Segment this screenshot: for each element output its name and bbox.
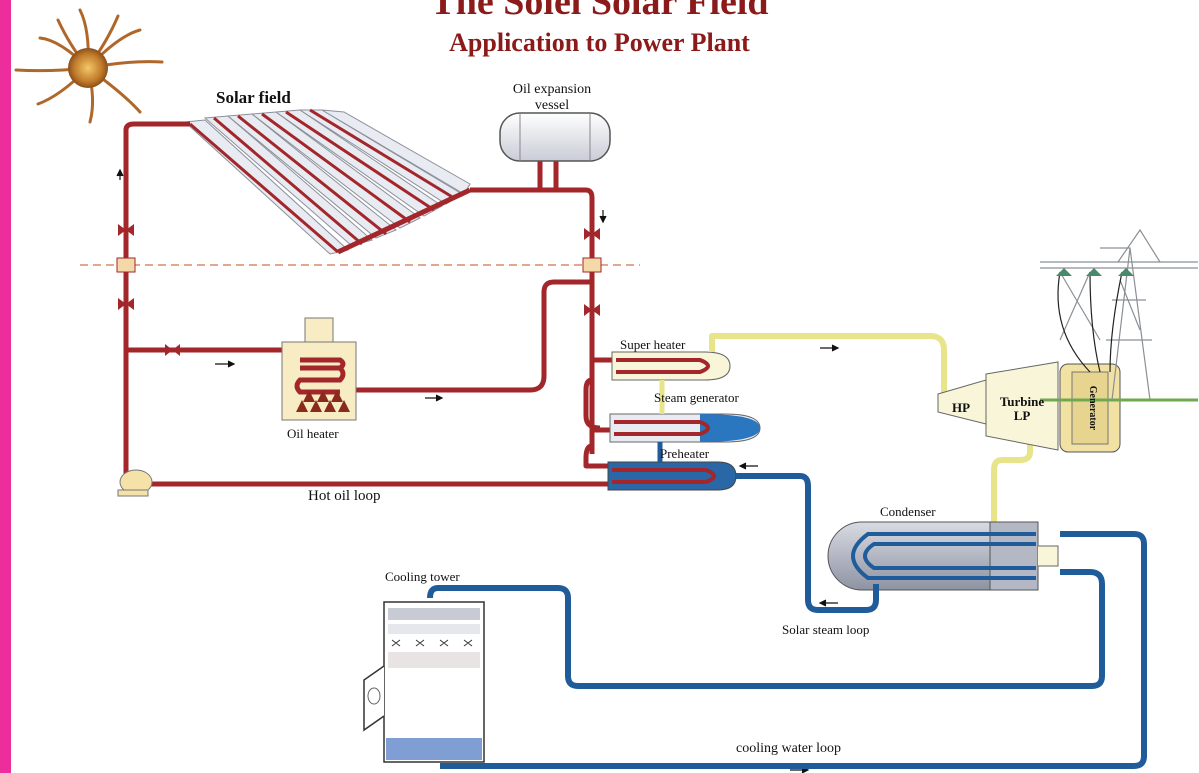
label-cooling-tower: Cooling tower (385, 569, 460, 584)
label-super-heater: Super heater (620, 337, 686, 352)
label-lp: LP (1014, 408, 1031, 423)
label-solar-field: Solar field (216, 88, 291, 107)
label-hot-oil-loop: Hot oil loop (308, 488, 381, 504)
steam-generator (609, 413, 761, 443)
oil-heater (281, 317, 357, 421)
generator (1059, 363, 1121, 453)
label-cooling-water-loop: cooling water loop (736, 741, 841, 756)
label-oil-expansion-1: Oil expansion (513, 82, 591, 97)
label-oil-expansion-2: vessel (535, 98, 569, 113)
coupling (116, 257, 136, 273)
coupling (582, 257, 602, 273)
label-preheater: Preheater (660, 446, 710, 461)
page-title: The Solel Solar Field (430, 0, 769, 23)
oil-expansion-vessel (499, 112, 611, 162)
water-pipes (427, 473, 1147, 769)
label-generator: Generator (1087, 386, 1098, 431)
pump-icon (117, 469, 153, 497)
label-steam-generator: Steam generator (654, 390, 739, 405)
flow-arrows (116, 168, 840, 773)
oil-pipes (123, 121, 620, 487)
steam-pipes (709, 333, 1033, 524)
accent-bar (0, 0, 11, 773)
label-turbine: Turbine (1000, 394, 1045, 409)
label-hp: HP (952, 400, 970, 415)
condenser (827, 521, 1059, 591)
cooling-tower (363, 601, 485, 763)
label-oil-heater: Oil heater (287, 426, 339, 441)
page-subtitle: Application to Power Plant (449, 28, 750, 57)
pylon-icon (1040, 228, 1198, 402)
valve-icon (118, 224, 600, 356)
turbine (937, 361, 1059, 451)
label-condenser: Condenser (880, 504, 936, 519)
sun-icon (14, 8, 164, 124)
super-heater (611, 351, 731, 381)
preheater (607, 461, 737, 491)
solar-collectors (183, 108, 472, 255)
label-solar-steam-loop: Solar steam loop (782, 622, 869, 637)
